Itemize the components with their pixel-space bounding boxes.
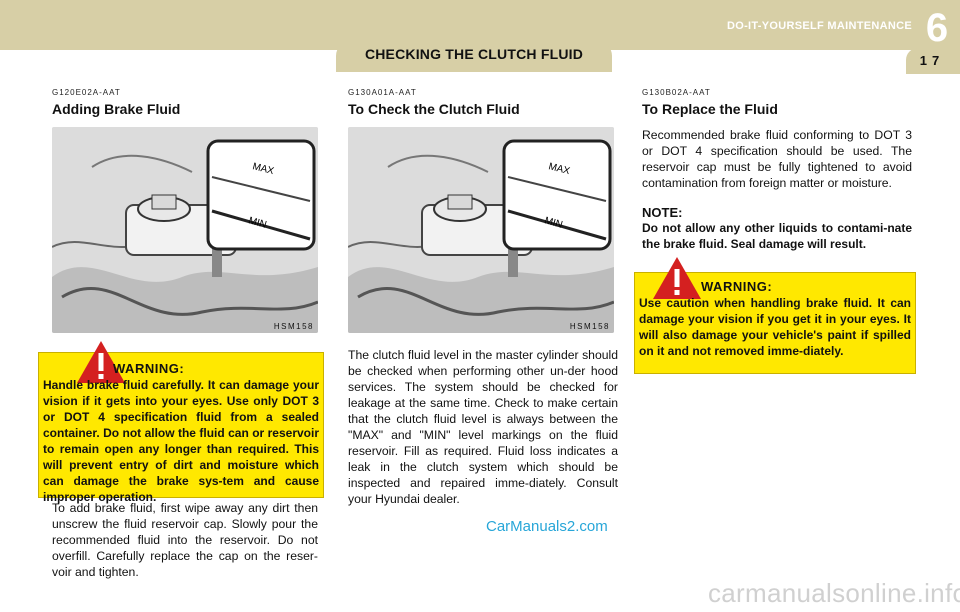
warning-text: Handle brake fluid carefully. It can dam… xyxy=(43,378,319,504)
section-heading: Adding Brake Fluid xyxy=(52,101,181,117)
figure-code: HSM158 xyxy=(273,322,314,331)
figure-code: HSM158 xyxy=(569,322,610,331)
carmanuals2-watermark: CarManuals2.com xyxy=(486,518,608,535)
warning-exclamation-icon xyxy=(77,341,125,383)
reservoir-illustration: MAX MIN HSM158 xyxy=(348,127,614,333)
min-label: MIN xyxy=(543,215,564,231)
page-title-tab xyxy=(336,40,612,72)
page-number-tab xyxy=(906,48,960,74)
page-title: CHECKING THE CLUTCH FLUID xyxy=(364,46,584,62)
column-replace-fluid: G130B02A-AAT To Replace the Fluid Recomm… xyxy=(642,88,912,252)
warning-label: WARNING: xyxy=(113,361,185,376)
carmanualsonline-watermark: carmanualsonline.info xyxy=(708,578,960,608)
brake-fluid-warning-box: WARNING: Handle brake fluid carefully. I… xyxy=(38,341,324,504)
page-number: 17 xyxy=(919,53,945,68)
max-label: MAX xyxy=(547,161,571,177)
section-code: G130A01A-AAT xyxy=(348,88,417,97)
note-text: Do not allow any other liquids to contam… xyxy=(642,221,912,251)
section-heading: To Replace the Fluid xyxy=(642,101,778,117)
engine-bay-drawing: MAX MIN xyxy=(348,127,614,333)
column-adding-brake-fluid: G120E02A-AAT Adding Brake Fluid MAX MIN … xyxy=(52,88,322,333)
note-title: NOTE: xyxy=(642,205,683,220)
max-label: MAX xyxy=(251,161,275,177)
adding-brake-fluid-text: To add brake fluid, first wipe away any … xyxy=(52,501,318,579)
warning-label: WARNING: xyxy=(701,279,773,294)
breadcrumb: DO-IT-YOURSELF MAINTENANCE xyxy=(726,20,912,32)
column-check-clutch-fluid: G130A01A-AAT To Check the Clutch Fluid M… xyxy=(348,88,618,507)
min-label: MIN xyxy=(247,215,268,231)
section-heading: To Check the Clutch Fluid xyxy=(348,101,520,117)
warning-text: Use caution when handling brake fluid. I… xyxy=(639,296,911,358)
engine-bay-drawing: MAX MIN xyxy=(52,127,318,333)
brake-fluid-caution-box: WARNING: Use caution when handling brake… xyxy=(634,257,916,374)
reservoir-illustration: MAX MIN HSM158 xyxy=(52,127,318,333)
section-code: G120E02A-AAT xyxy=(52,88,121,97)
section-number: 6 xyxy=(920,8,954,48)
check-clutch-fluid-text: The clutch fluid level in the master cyl… xyxy=(348,348,618,506)
warning-exclamation-icon xyxy=(653,257,701,299)
replace-fluid-text: Recommended brake fluid conforming to DO… xyxy=(642,128,912,190)
section-code: G130B02A-AAT xyxy=(642,88,711,97)
